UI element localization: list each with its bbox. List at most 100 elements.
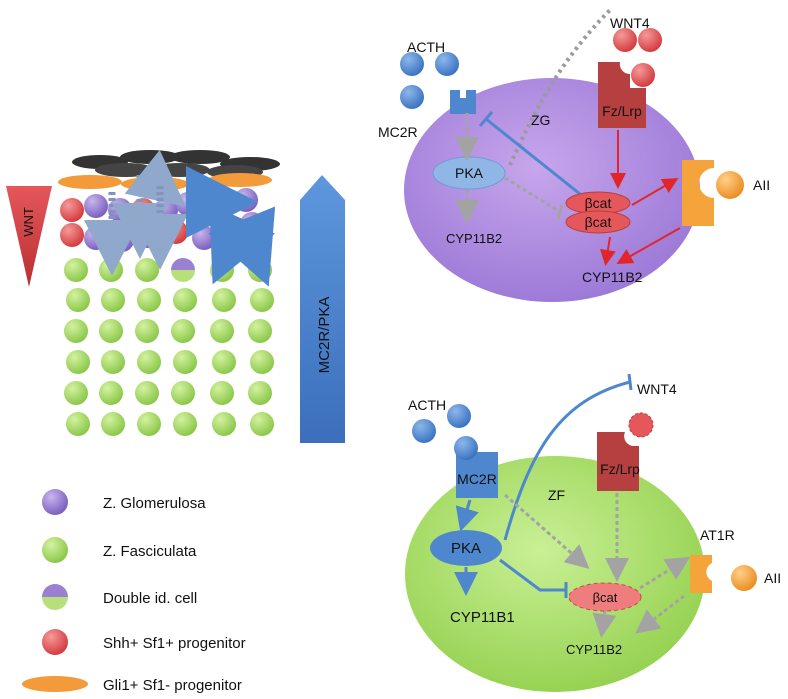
zf-cell [137,350,161,374]
zf-cyp-faded: CYP11B2 [566,642,622,657]
zf-cell [135,319,159,343]
pka-enzyme [430,530,502,566]
acth-ligand [400,85,424,109]
zf-cell [66,412,90,436]
zf-cell [135,381,159,405]
zf-cell [101,412,125,436]
legend-label: Shh+ Sf1+ progenitor [103,635,246,652]
bcat-to-aii-arrow [631,177,679,206]
acth-ligand [400,52,424,76]
pka-inhibit-wnt4-bar [627,373,633,391]
zf-cell [66,288,90,312]
pka-inhibit-bcat [504,176,561,214]
mc2r-pka-gradient: MC2R/PKA [300,175,345,443]
bcat-faded [568,582,642,612]
legend-swatch-double [42,584,68,610]
zf-cell [99,381,123,405]
zf-cell [64,319,88,343]
lineage-dashed-arrow [124,149,186,207]
pka-inhibit-wnt4 [503,380,631,541]
bcat-to-cyp-faded [592,609,617,638]
double-id-cell [171,258,195,282]
zf-cell [101,350,125,374]
bcat-to-at1r-faded [639,556,691,590]
mc2r-pka-arrow [300,175,345,443]
legend-label: Z. Fasciculata [103,543,197,560]
fzlrp-receptor-body [597,446,639,491]
legend-swatch-shh [42,629,68,655]
capsule-layer [58,150,280,191]
at1r-receptor [682,160,714,226]
cell-grid [60,186,274,436]
wnt4-ligand [613,28,637,52]
zf-cell [248,319,272,343]
bcat-inhibit-mc2r [485,117,586,200]
acth-ligand [412,419,436,443]
zg-mc2r-label: MC2R [378,124,418,140]
zf-mc2r-label: MC2R [457,471,497,487]
zf-cell [173,350,197,374]
zg-cyp-active: CYP11B2 [582,269,643,285]
shh-progenitor-cell [60,223,84,247]
zg-cell [192,226,216,250]
zf-fzlrp-label: Fz/Lrp [600,461,640,477]
zf-cell [210,381,234,405]
aii-to-cyp-arrow [616,227,681,264]
zg-bcat-top: βcat [585,195,612,211]
zf-cell [173,288,197,312]
zg-wnt4-label: WNT4 [610,15,650,31]
zf-cell [250,412,274,436]
zf-cell [101,288,125,312]
zg-cyp-faded: CYP11B2 [446,231,502,246]
zf-cell [137,288,161,312]
zf-cell [66,350,90,374]
zf-bcat-label: βcat [593,590,618,605]
zf-acth-label: ACTH [408,397,446,413]
zf-panel: ACTH MC2R WNT4 Fz/Lrp ZF PKA βcat AT1R A… [405,373,781,692]
legend-label: Z. Glomerulosa [103,495,206,512]
zg-cell-body [404,78,700,302]
legend-label: Double id. cell [103,590,197,607]
zg-cell [176,192,200,216]
lineage-arrows [84,149,276,287]
legend-label: Gli1+ Sf1- progenitor [103,677,242,694]
wnt-label: WNT [21,207,36,237]
wnt4-ligand-faded [628,412,654,438]
zf-cell [248,381,272,405]
zf-cell [212,412,236,436]
zf-cell [135,258,159,282]
bcat-to-cyp-arrow [599,236,616,266]
zf-at1r-label: AT1R [700,527,735,543]
lineage-solid-arrow [208,206,276,287]
zf-cell [99,258,123,282]
zf-cell [137,412,161,436]
zg-acth-label: ACTH [407,39,445,55]
gli1-progenitor-cell [58,175,122,189]
zg-bcat-bottom: βcat [585,214,612,230]
legend-swatch-gli1 [22,676,88,692]
zf-cell [64,258,88,282]
aii-ligand [716,171,744,199]
zf-aii-label: AII [764,570,781,586]
capsule-cell [170,150,230,164]
zf-wnt4-label: WNT4 [637,381,677,397]
zg-fzlrp-label: Fz/Lrp [602,103,642,119]
gli1-progenitor-cell [208,173,272,187]
wnt4-ligand [631,63,655,87]
zf-cyp-active: CYP11B1 [450,609,515,626]
at1r-receptor [690,555,712,593]
zf-cell [64,381,88,405]
aii-ligand [731,565,757,591]
shh-progenitor-cell [60,198,84,222]
zf-cell [212,350,236,374]
zg-cell [84,226,108,250]
capsule-cell [95,163,155,177]
zf-zone-label: ZF [548,487,565,503]
zg-pka-label: PKA [455,165,484,181]
zf-pka-label: PKA [451,540,481,557]
bcat-inhibit-bar [478,111,494,127]
wnt4-ligand [638,28,662,52]
faded-arrow [504,493,590,569]
shh-progenitor-cell [164,220,188,244]
